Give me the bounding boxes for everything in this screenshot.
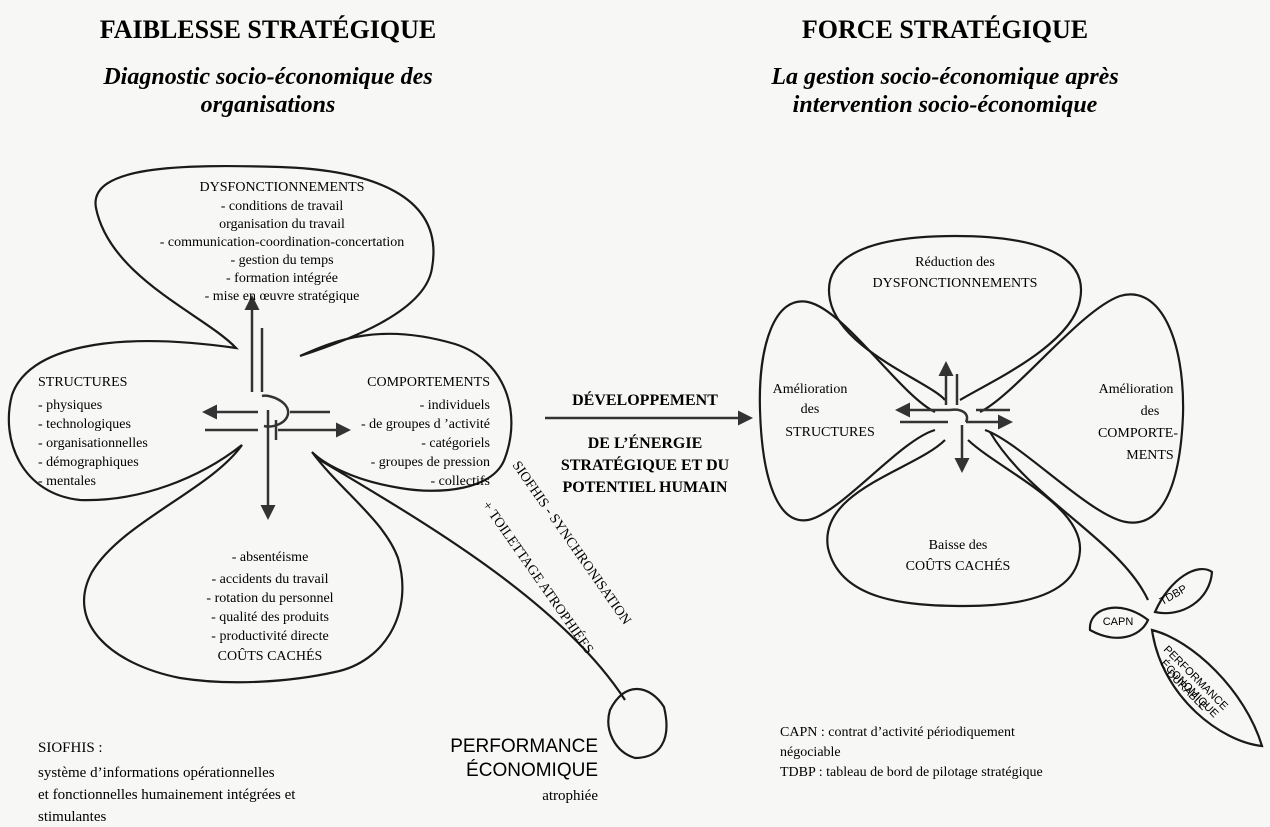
right-right-line: MENTS: [1126, 448, 1173, 463]
right-subtitle-line1: La gestion socio-économique après: [770, 64, 1118, 90]
bottom-item: - qualité des produits: [211, 610, 329, 625]
left-flower-outline: [7, 164, 513, 684]
comportements-block: COMPORTEMENTS - individuels - de groupes…: [361, 375, 490, 489]
legend-line: négociable: [780, 745, 841, 760]
left-title: FAIBLESSE STRATÉGIQUE: [100, 15, 436, 44]
right-left-line: des: [801, 402, 820, 417]
center-line: DE L’ÉNERGIE: [588, 433, 703, 452]
right-flower: [758, 234, 1264, 748]
right-cross-arrows: [895, 361, 1013, 473]
comportements-item: - catégoriels: [421, 436, 490, 451]
leaf-tdbp: [1153, 567, 1214, 615]
top-item: - formation intégrée: [226, 271, 338, 286]
legend-line: CAPN : contrat d’activité périodiquement: [780, 725, 1015, 740]
right-title: FORCE STRATÉGIQUE: [802, 15, 1088, 44]
top-item: - communication-coordination-concertatio…: [160, 235, 405, 250]
left-subtitle-line2: organisations: [201, 92, 336, 118]
siofhis-legend-line: SIOFHIS :: [38, 740, 103, 756]
capn-tdbp-legend: CAPN : contrat d’activité périodiquement…: [780, 725, 1043, 780]
top-item: organisation du travail: [219, 217, 345, 232]
right-right-line: des: [1141, 404, 1160, 419]
comportements-item: - groupes de pression: [371, 455, 490, 470]
performance-atrophiee: PERFORMANCE ÉCONOMIQUE atrophiée: [450, 736, 598, 804]
top-item: - gestion du temps: [230, 253, 333, 268]
couts-caches-block: - absentéisme - accidents du travail - r…: [206, 550, 333, 664]
structures-block: STRUCTURES - physiques - technologiques …: [38, 375, 148, 489]
bottom-item: - absentéisme: [232, 550, 309, 565]
comportements-item: - collectifs: [431, 474, 490, 489]
top-item: - conditions de travail: [221, 199, 344, 214]
center-development: DÉVELOPPEMENT DE L’ÉNERGIE STRATÉGIQUE E…: [545, 390, 753, 496]
comportements-heading: COMPORTEMENTS: [367, 375, 490, 390]
structures-item: - technologiques: [38, 417, 131, 432]
left-subtitle-line1: Diagnostic socio-économique des: [102, 64, 432, 90]
dysfonctionnements-heading: DYSFONCTIONNEMENTS: [200, 180, 365, 195]
center-line: STRATÉGIQUE ET DU: [561, 455, 730, 474]
top-item: - mise en œuvre stratégique: [205, 289, 360, 304]
bottom-item: - rotation du personnel: [206, 591, 333, 606]
right-bottom-line: COÛTS CACHÉS: [906, 557, 1011, 574]
right-left-line: Amélioration: [773, 382, 848, 397]
stem-label-toilettage: + TOILETTAGE ATROPHIÉES: [479, 498, 598, 658]
performance-line: atrophiée: [542, 788, 598, 804]
developpement-label: DÉVELOPPEMENT: [572, 390, 718, 409]
left-stem: [319, 459, 626, 701]
dysfonctionnements-block: DYSFONCTIONNEMENTS - conditions de trava…: [160, 180, 405, 304]
right-subtitle-line2: intervention socio-économique: [793, 92, 1098, 118]
siofhis-legend-line: et fonctionnelles humainement intégrées …: [38, 787, 296, 803]
performance-line: PERFORMANCE: [450, 736, 598, 757]
performance-line: ÉCONOMIQUE: [466, 760, 598, 781]
siofhis-legend-line: système d’informations opérationnelles: [38, 765, 275, 781]
leaf-tdbp-label: TDBP: [1158, 583, 1189, 608]
right-left-line: STRUCTURES: [785, 425, 874, 440]
right-bottom-petal: [826, 439, 1082, 608]
right-left-petal: [758, 300, 936, 522]
comportements-item: - de groupes d ’activité: [361, 417, 490, 432]
siofhis-legend: SIOFHIS : système d’informations opérati…: [38, 740, 296, 825]
right-right-line: Amélioration: [1099, 382, 1174, 397]
couts-caches-heading: COÛTS CACHÉS: [218, 647, 323, 664]
siofhis-legend-line: stimulantes: [38, 809, 106, 825]
comportements-item: - individuels: [420, 398, 490, 413]
left-performance-leaf: [607, 687, 668, 760]
left-cross-arrows: [202, 295, 351, 520]
legend-line: TDBP : tableau de bord de pilotage strat…: [780, 765, 1043, 780]
right-top-petal: [827, 234, 1083, 401]
structures-item: - physiques: [38, 398, 102, 413]
structures-heading: STRUCTURES: [38, 375, 127, 390]
structures-item: - organisationnelles: [38, 436, 148, 451]
right-top-line: Réduction des: [915, 255, 995, 270]
right-top-line: DYSFONCTIONNEMENTS: [873, 276, 1038, 291]
leaf-capn: [1088, 606, 1150, 639]
center-line: POTENTIEL HUMAIN: [563, 479, 728, 496]
structures-item: - démographiques: [38, 455, 139, 470]
structures-item: - mentales: [38, 474, 96, 489]
right-bottom-line: Baisse des: [929, 538, 988, 553]
leaf-capn-label: CAPN: [1103, 616, 1134, 628]
bottom-item: - productivité directe: [211, 629, 328, 644]
right-right-line: COMPORTE-: [1098, 426, 1178, 441]
right-right-petal: [979, 293, 1185, 524]
leaf-performance: [1150, 628, 1264, 748]
right-stem: [989, 431, 1149, 601]
bottom-item: - accidents du travail: [211, 572, 328, 587]
